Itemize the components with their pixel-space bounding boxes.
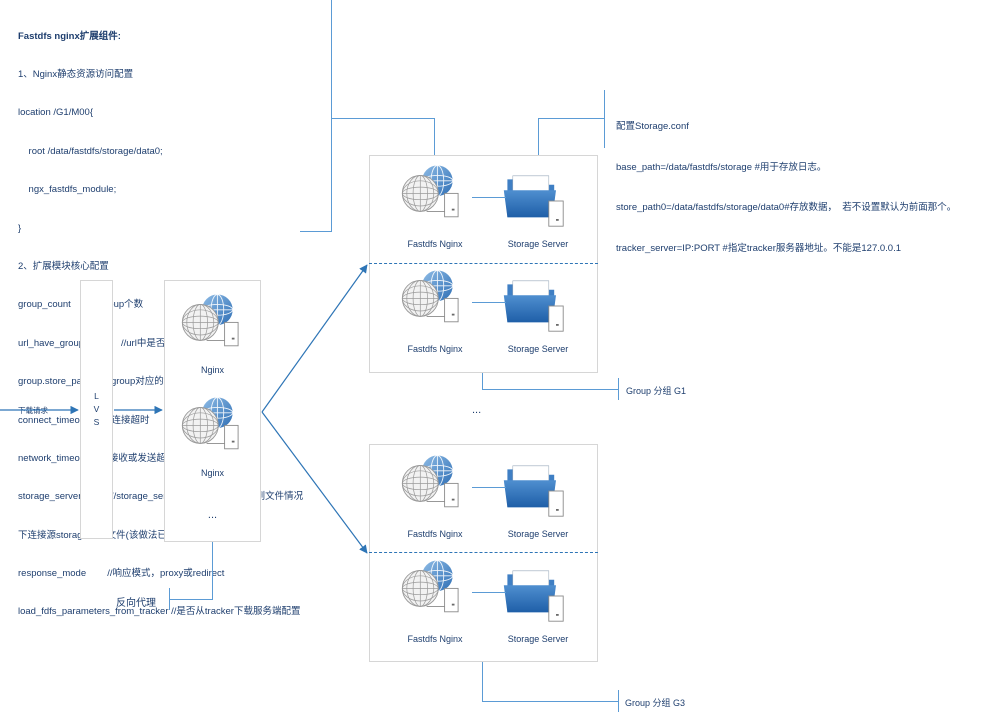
storage-conf-note: 配置Storage.conf base_path=/data/fastdfs/s… <box>616 93 956 269</box>
reverse-proxy-connector-v <box>212 542 213 600</box>
note-line: group_count //group个数 <box>18 299 144 311</box>
note-line: load_fdfs_parameters_from_tracker //是否从t… <box>18 606 301 618</box>
lvs-box <box>80 280 113 539</box>
note-line: store_path0=/data/fastdfs/storage/data0#… <box>616 202 957 213</box>
group-g1-label: Group 分组 G1 <box>626 386 687 396</box>
nginx-label: Nginx <box>200 365 224 375</box>
group-g1-bracket <box>618 378 619 400</box>
group-g1-divider <box>369 263 598 264</box>
group-g1-connector-v <box>482 373 483 390</box>
storage-note-connector-v <box>538 118 539 162</box>
node-link <box>472 487 506 488</box>
note-line: network_timeout //接收或发送超时 <box>18 452 176 464</box>
note-connector-v <box>434 118 435 162</box>
group-g3-divider <box>369 552 598 553</box>
fastdfs-nginx-label: Fastdfs Nginx <box>407 529 463 539</box>
group-g3-label: Group 分组 G3 <box>625 698 686 708</box>
node-link <box>472 592 506 593</box>
note-line: ngx_fastdfs_module; <box>18 184 117 196</box>
storage-note-bracket <box>604 90 605 148</box>
note-line: root /data/fastdfs/storage/data0; <box>18 145 163 157</box>
node-link <box>472 197 506 198</box>
reverse-proxy-bracket <box>169 588 170 610</box>
note-bracket-vertical <box>331 0 332 231</box>
storage-note-connector-h <box>538 118 605 119</box>
groups-ellipsis: ... <box>472 404 482 416</box>
nginx-to-g1-arrow <box>261 264 368 413</box>
node-link <box>472 302 506 303</box>
note-line: 1、Nginx静态资源访问配置 <box>18 68 134 80</box>
storage-server-label: Storage Server <box>507 239 569 249</box>
note-line: response_mode //响应模式，proxy或redirect <box>18 568 225 580</box>
fastdfs-nginx-label: Fastdfs Nginx <box>407 634 463 644</box>
note-line: base_path=/data/fastdfs/storage #用于存放日志。 <box>616 161 827 173</box>
note-bracket-bottom <box>300 231 332 232</box>
note-connector-h <box>331 118 435 119</box>
note-line: } <box>18 222 22 234</box>
storage-server-label: Storage Server <box>507 634 569 644</box>
nginx-label: Nginx <box>200 468 224 478</box>
note-line: group.store_path //group对应的存储路径 <box>18 376 202 388</box>
group-g3-bracket <box>618 690 619 712</box>
group-g3-connector-h <box>482 701 618 702</box>
group-g3-connector-v <box>482 662 483 702</box>
storage-server-label: Storage Server <box>507 344 569 354</box>
reverse-proxy-label: 反向代理 <box>116 598 156 609</box>
storage-conf-title: 配置Storage.conf <box>616 121 689 132</box>
reverse-proxy-connector-h <box>169 599 213 600</box>
nginx-module-note-title: Fastdfs nginx扩展组件: <box>18 30 121 42</box>
storage-server-label: Storage Server <box>507 529 569 539</box>
nginx-ellipsis: ... <box>207 509 218 521</box>
nginx-to-g3-arrow <box>261 411 368 554</box>
fastdfs-nginx-label: Fastdfs Nginx <box>407 344 463 354</box>
note-line: connect_timeout //连接超时 <box>18 414 150 426</box>
fastdfs-nginx-label: Fastdfs Nginx <box>407 239 463 249</box>
note-line: location /G1/M00{ <box>18 107 93 119</box>
lvs-label: L V S <box>93 391 100 427</box>
group-g1-connector-h <box>482 389 618 390</box>
note-line: 2、扩展模块核心配置 <box>18 260 109 272</box>
note-line: tracker_server=IP:PORT #指定tracker服务器地址。不… <box>616 242 901 254</box>
